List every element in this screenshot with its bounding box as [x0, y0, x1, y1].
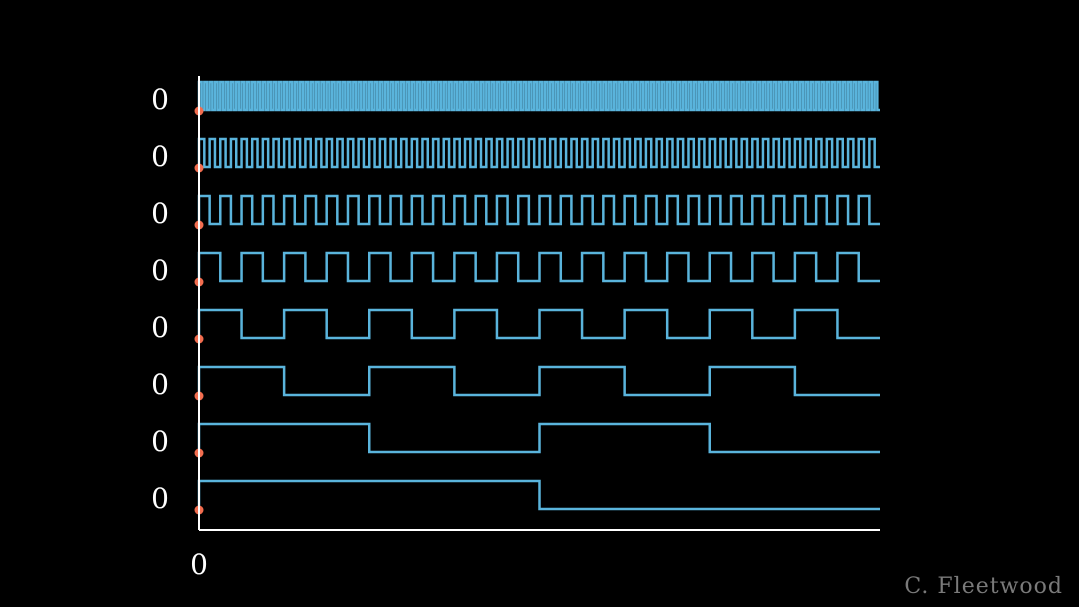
row-label-3: 0 — [151, 197, 169, 230]
signal-trace-8 — [197, 479, 880, 511]
row-label-5: 0 — [151, 311, 169, 344]
x-tick-label: 0 — [190, 548, 208, 581]
row-label-8: 0 — [151, 482, 169, 515]
row-label-7: 0 — [151, 425, 169, 458]
row-label-1: 0 — [151, 83, 169, 116]
signal-trace-1 — [197, 80, 880, 112]
signal-trace-5 — [197, 308, 880, 340]
row-labels: 0 0 0 0 0 0 0 0 — [151, 83, 169, 515]
signal-trace-4 — [197, 251, 880, 283]
signal-trace-3 — [197, 194, 880, 226]
signal-trace-7 — [197, 422, 880, 454]
signal-trace-6 — [197, 365, 880, 397]
author-credit: C. Fleetwood — [904, 574, 1063, 599]
row-label-2: 0 — [151, 140, 169, 173]
signal-trace-2 — [197, 137, 880, 169]
signal-traces — [197, 80, 880, 511]
row-label-6: 0 — [151, 368, 169, 401]
row-label-4: 0 — [151, 254, 169, 287]
